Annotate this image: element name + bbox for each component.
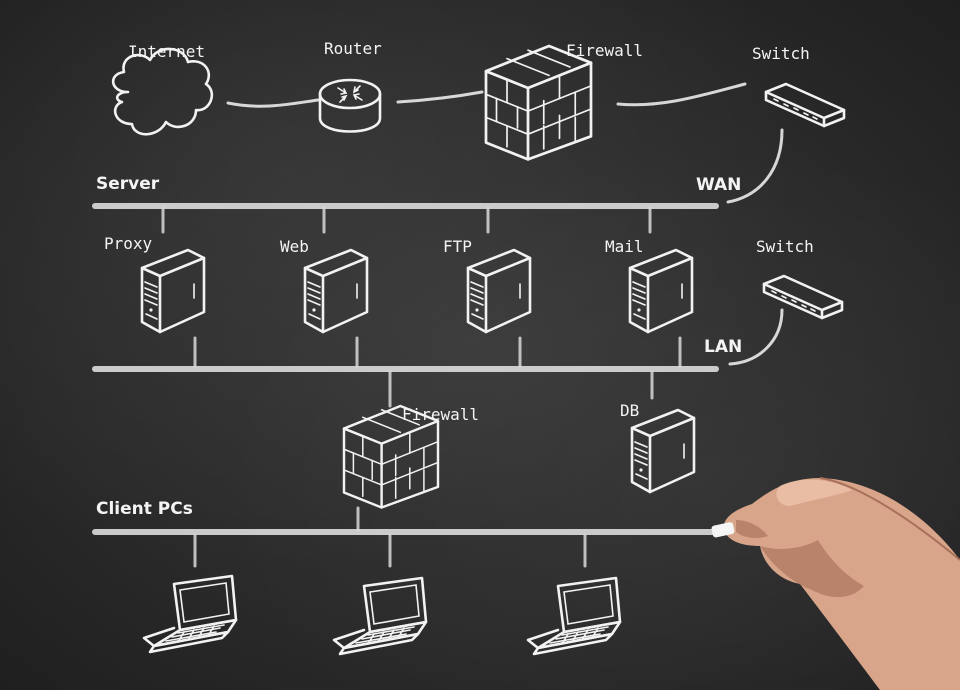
hand-holding-chalk	[711, 477, 960, 690]
laptop-icon	[332, 576, 428, 656]
network-switch-icon	[764, 82, 846, 128]
tower-server-icon	[630, 408, 696, 494]
laptop-icon	[142, 574, 238, 654]
label-mail: Mail	[605, 237, 644, 256]
tower-server-icon	[466, 248, 532, 334]
tower-server-icon	[303, 248, 369, 334]
link-firewall-switch	[616, 82, 747, 107]
network-switch-icon	[762, 274, 844, 320]
label-firewall-bottom: Firewall	[402, 405, 479, 424]
label-client-pcs: Client PCs	[96, 499, 193, 519]
laptop-icon	[526, 576, 622, 656]
label-wan: WAN	[696, 175, 741, 195]
label-ftp: FTP	[443, 237, 472, 256]
label-internet: Internet	[128, 42, 205, 61]
label-firewall-top: Firewall	[566, 41, 643, 60]
link-switch-wan	[726, 128, 784, 204]
link-internet-router	[226, 98, 320, 108]
label-router: Router	[324, 39, 382, 58]
router-icon	[318, 78, 382, 133]
brick-firewall-icon	[484, 44, 593, 161]
label-switch-wan: Switch	[752, 44, 810, 63]
tower-server-icon	[140, 248, 206, 334]
label-db: DB	[620, 401, 639, 420]
label-lan: LAN	[704, 337, 742, 357]
link-switch-lan	[728, 308, 784, 366]
label-switch-lan: Switch	[756, 237, 814, 256]
label-proxy: Proxy	[104, 234, 153, 253]
label-web: Web	[280, 237, 309, 256]
label-server: Server	[96, 174, 160, 194]
link-router-firewall	[396, 90, 484, 104]
cloud-icon	[111, 47, 214, 136]
tower-server-icon	[628, 248, 694, 334]
